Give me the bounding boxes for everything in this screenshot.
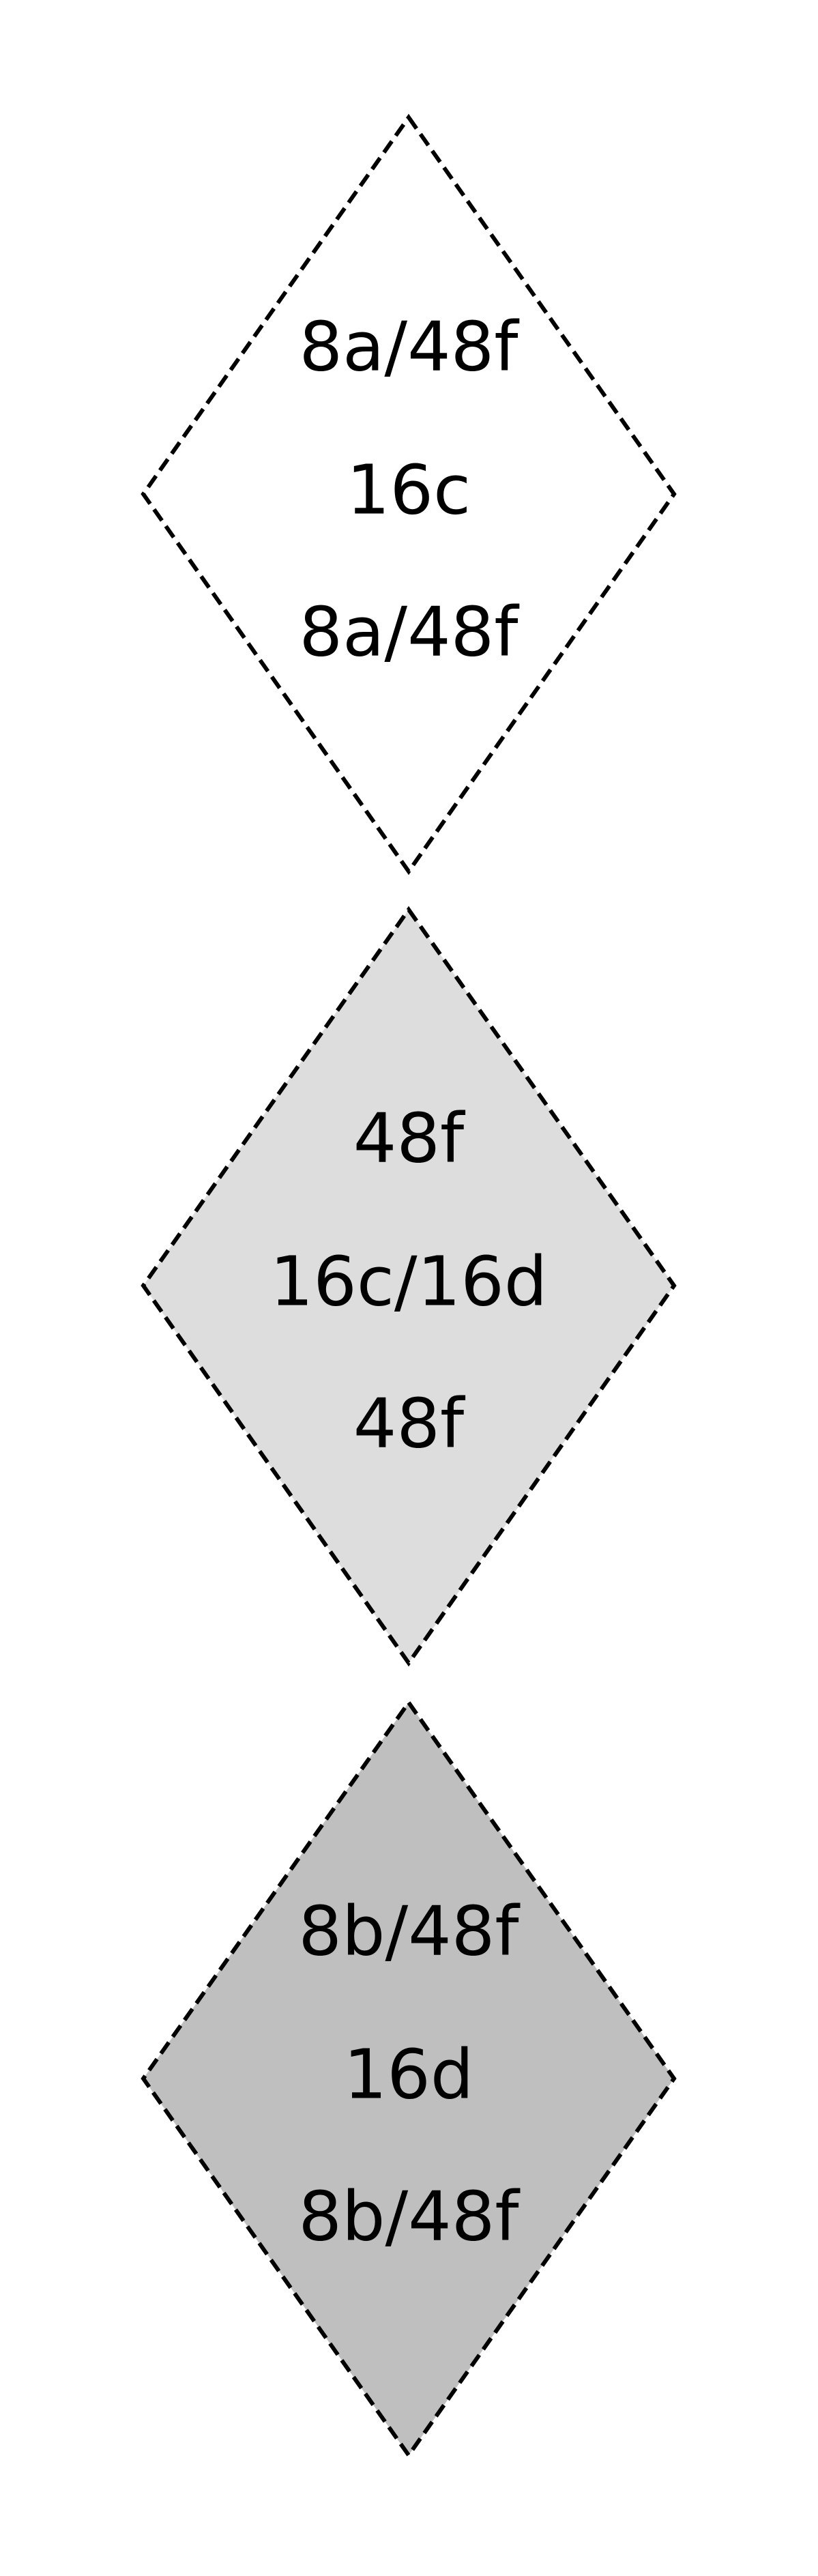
diamond-bottom-shape — [141, 1698, 677, 2459]
diamond-middle-label-upper: 48f — [353, 1099, 466, 1178]
diamond-bottom: 8b/48f 16d 8b/48f — [141, 1698, 677, 2459]
diamond-bottom-label-upper: 8b/48f — [298, 1892, 521, 1971]
diamond-middle-label-lower: 48f — [353, 1384, 466, 1464]
diamond-bottom-label-center: 16d — [344, 2035, 474, 2115]
diamond-top-shape — [141, 113, 677, 875]
diamond-bottom-label-lower: 8b/48f — [298, 2177, 521, 2257]
diamond-middle-label-center: 16c/16d — [270, 1242, 548, 1322]
diamond-middle: 48f 16c/16d 48f — [141, 906, 677, 1667]
diamond-top-label-lower: 8a/48f — [299, 592, 520, 672]
diamond-middle-shape — [141, 906, 677, 1667]
diamond-top-label-center: 16c — [347, 450, 471, 530]
diamond-top-label-upper: 8a/48f — [299, 307, 520, 387]
diamond-top: 8a/48f 16c 8a/48f — [141, 113, 677, 875]
